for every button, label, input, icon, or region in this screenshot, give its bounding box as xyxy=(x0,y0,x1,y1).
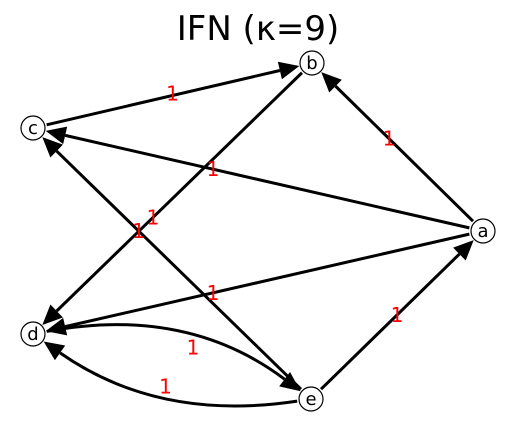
node-c-label: c xyxy=(28,118,38,139)
node-c: c xyxy=(20,115,46,141)
edge-label-a-c: 1 xyxy=(207,157,220,181)
arrowhead-a-c xyxy=(45,126,68,145)
node-d-circle xyxy=(20,321,46,347)
node-b-circle xyxy=(299,50,325,76)
edge-e-a xyxy=(319,252,461,391)
edge-label-d-e: 1 xyxy=(187,335,200,359)
edge-c-b xyxy=(46,69,281,127)
edge-label-a-d: 1 xyxy=(207,281,220,305)
diagram-title: IFN (κ=9) xyxy=(177,9,340,49)
nodes-layer: a b c d e xyxy=(20,50,496,412)
arrowhead-d-e xyxy=(279,371,301,392)
node-d: d xyxy=(20,321,46,347)
edge-d-e xyxy=(46,323,286,381)
arrowhead-e-a xyxy=(453,240,474,261)
edge-b-d xyxy=(55,71,304,313)
arrowhead-b-d xyxy=(42,304,63,325)
node-e-label: e xyxy=(305,389,316,410)
node-b: b xyxy=(299,50,325,76)
node-c-circle xyxy=(20,115,46,141)
edge-label-c-b: 1 xyxy=(166,82,179,106)
node-b-label: b xyxy=(306,53,317,74)
edge-label-a-b: 1 xyxy=(383,127,396,151)
edge-label-b-d: 1 xyxy=(147,205,160,229)
arrowhead-a-b xyxy=(321,72,342,93)
node-d-label: d xyxy=(27,324,38,345)
edge-e-d xyxy=(59,351,298,408)
node-e: e xyxy=(298,386,324,412)
edge-a-b xyxy=(334,85,475,223)
edges-layer xyxy=(42,61,475,408)
node-e-circle xyxy=(298,386,324,412)
node-a-circle xyxy=(470,218,496,244)
arrowhead-e-d xyxy=(43,341,66,361)
node-a: a xyxy=(470,218,496,244)
arrowhead-c-b xyxy=(277,61,300,80)
edge-e-c xyxy=(55,149,303,391)
edge-a-d xyxy=(64,232,470,329)
edge-label-e-d: 1 xyxy=(159,374,172,398)
edge-a-c xyxy=(64,133,470,230)
edge-label-e-a: 1 xyxy=(391,303,404,327)
arrowhead-e-c xyxy=(42,137,63,158)
node-a-label: a xyxy=(477,221,488,242)
edge-label-e-c: 1 xyxy=(132,219,145,243)
